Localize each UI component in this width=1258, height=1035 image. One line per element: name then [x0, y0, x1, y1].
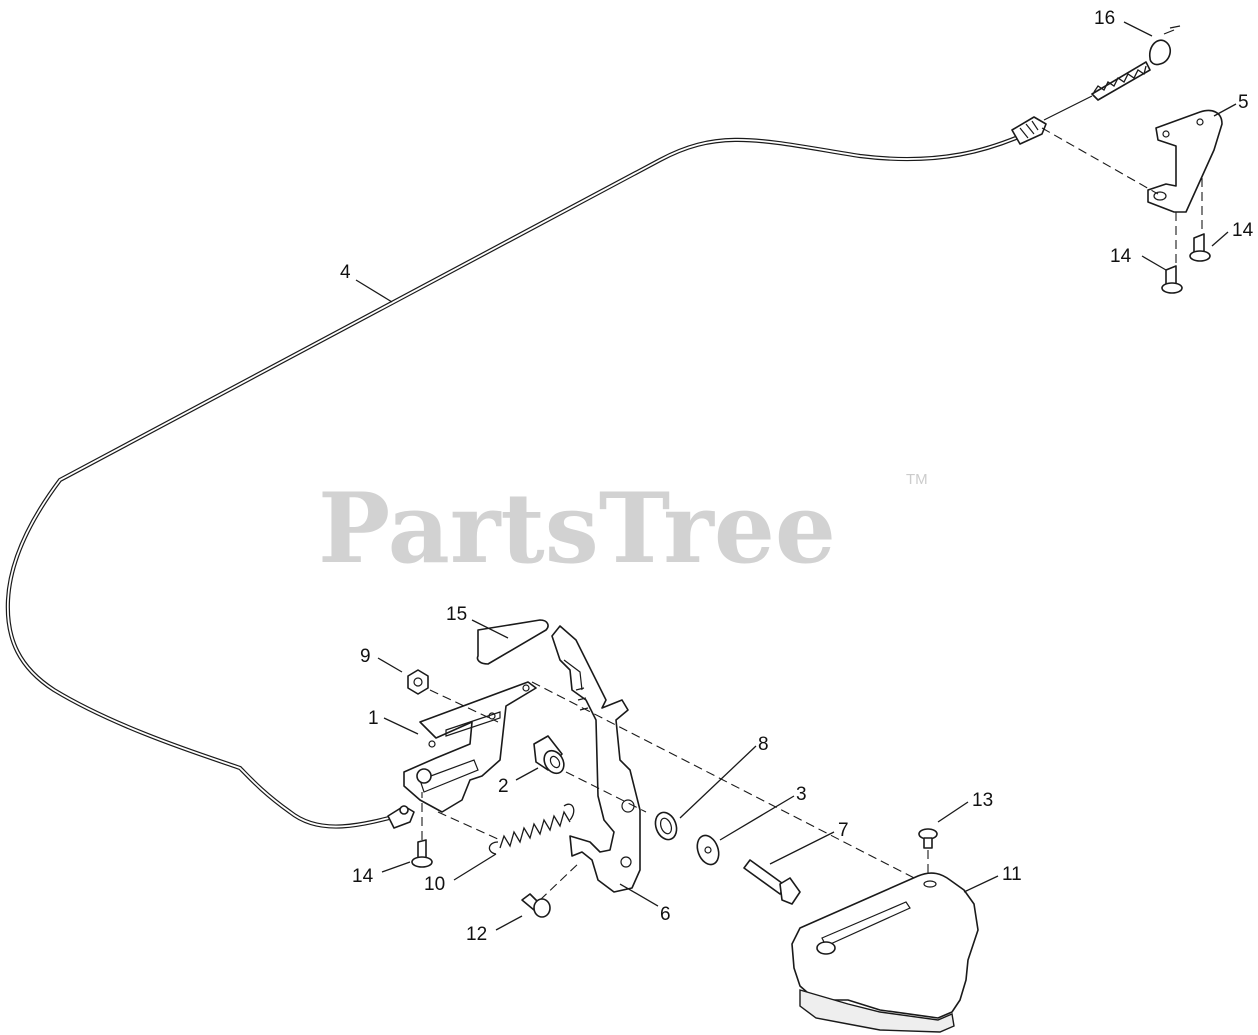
callout-12: 12 [466, 924, 487, 945]
watermark-brand: PartsTree [318, 472, 836, 585]
callout-15: 15 [446, 604, 467, 625]
spacer-axis-line [565, 771, 647, 813]
callout-14-upper-left: 14 [1110, 246, 1132, 267]
part-4-cable[interactable] [5, 95, 1093, 829]
callout-13: 13 [972, 790, 993, 811]
part-9-nut[interactable] [407, 669, 499, 723]
part-13-screw[interactable] [918, 828, 938, 880]
part-3-washer[interactable] [693, 832, 722, 867]
callout-5: 5 [1238, 92, 1249, 113]
callout-11: 11 [1002, 864, 1022, 885]
callout-4: 4 [340, 262, 351, 283]
part-14-bolt-lower[interactable] [411, 792, 433, 868]
part-7-shoulder-bolt[interactable] [743, 859, 801, 905]
watermark-trademark: TM [906, 471, 928, 488]
callout-2: 2 [498, 776, 509, 797]
part-14-bolt-upper-left[interactable] [1161, 212, 1183, 294]
callout-3: 3 [796, 784, 807, 805]
part-15-decal[interactable] [476, 619, 549, 665]
part-12-screw[interactable] [521, 861, 581, 918]
callout-14-upper-right: 14 [1232, 220, 1254, 241]
callout-1: 1 [368, 708, 379, 729]
callouts: 16 5 14 14 4 15 9 1 2 8 3 7 13 11 14 10 [340, 8, 1254, 945]
callout-9: 9 [360, 646, 371, 667]
part-6-control-lever[interactable] [551, 625, 641, 893]
callout-7: 7 [838, 820, 849, 841]
part-14-bolt-upper-right[interactable] [1189, 178, 1211, 262]
part-2-spacer[interactable] [533, 735, 568, 777]
part-16-spring-hook[interactable] [1091, 25, 1181, 101]
callout-6: 6 [660, 904, 671, 925]
part-5-upper-bracket[interactable] [1041, 109, 1223, 213]
callout-14-lower: 14 [352, 866, 374, 887]
callout-8: 8 [758, 734, 769, 755]
part-11-cover[interactable] [791, 872, 979, 1033]
part-10-extension-spring[interactable] [437, 803, 575, 855]
assembly-axis-line [531, 681, 923, 883]
watermark: PartsTree TM [318, 471, 928, 585]
part-1-pivot-bracket[interactable] [403, 681, 537, 813]
callout-10: 10 [424, 874, 445, 895]
callout-16: 16 [1094, 8, 1115, 29]
part-8-clip-ring[interactable] [652, 809, 680, 842]
